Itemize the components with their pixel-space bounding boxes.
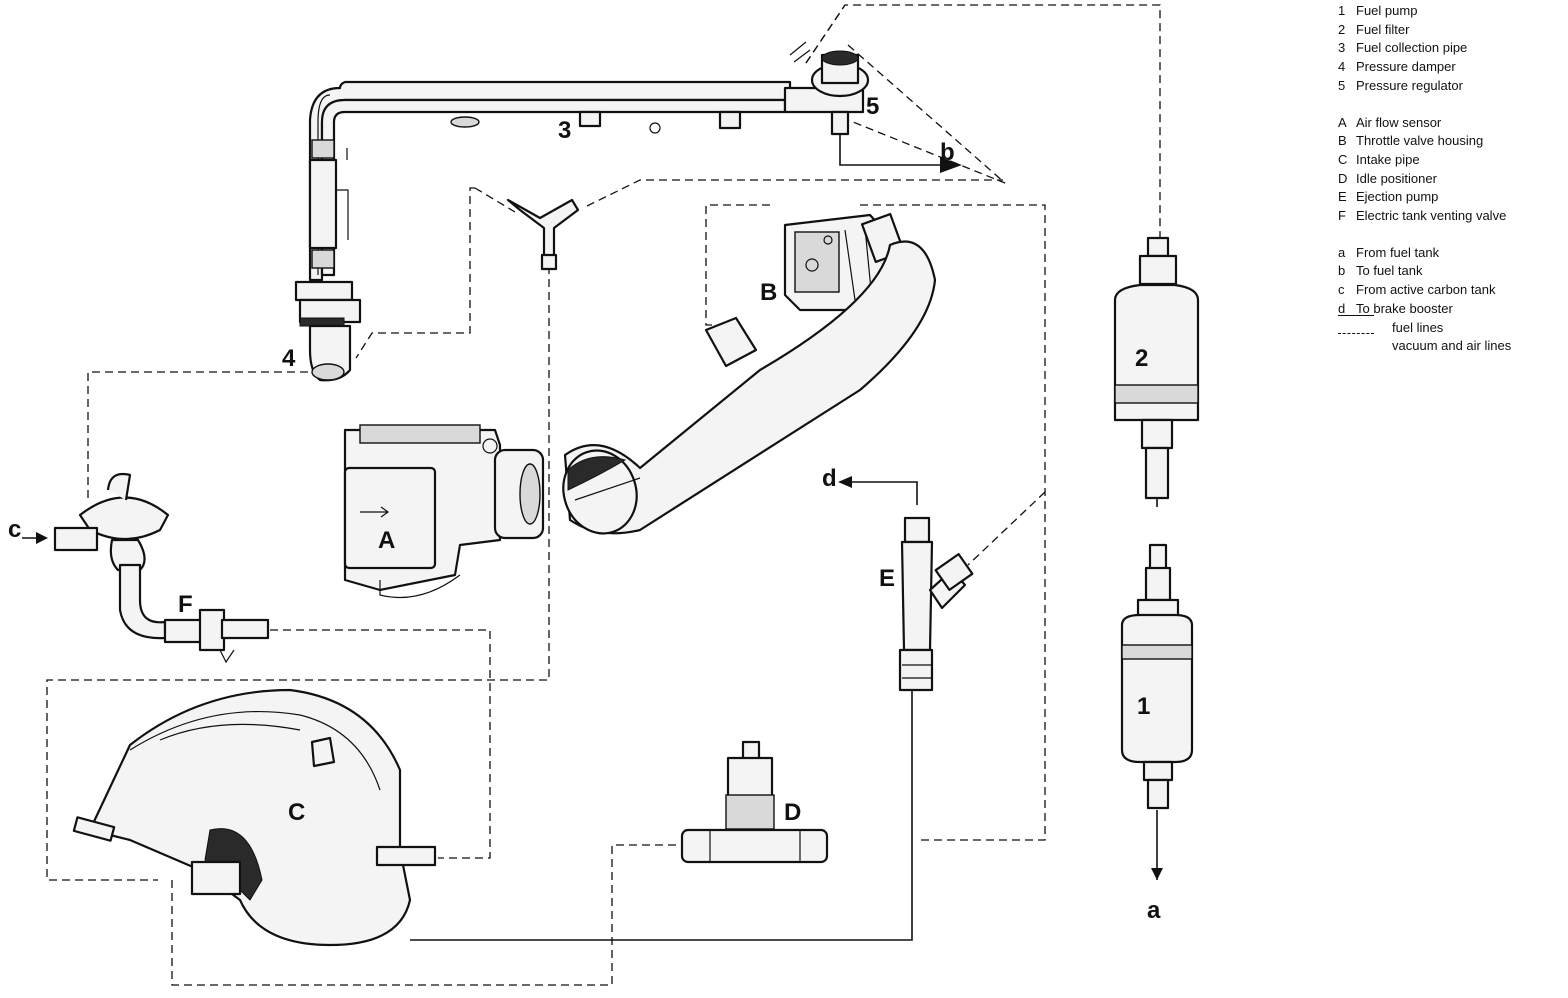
legend-item: C Intake pipe bbox=[1338, 151, 1563, 170]
legend-key: 1 bbox=[1338, 3, 1346, 18]
legend-text: Throttle valve housing bbox=[1356, 133, 1484, 149]
arrow-d-icon bbox=[838, 476, 852, 488]
legend-key: B bbox=[1338, 133, 1347, 149]
legend-key: F bbox=[1338, 208, 1346, 224]
label-4: 4 bbox=[282, 345, 296, 372]
legend-item: c From active carbon tank bbox=[1338, 281, 1563, 300]
legend-text: fuel lines bbox=[1392, 319, 1444, 335]
pressure-damper bbox=[294, 280, 362, 382]
legend-text: Air flow sensor bbox=[1356, 114, 1442, 130]
legend-text: Ejection pump bbox=[1356, 189, 1439, 205]
carbon-tank-valve bbox=[53, 472, 170, 640]
legend-text: Intake pipe bbox=[1356, 151, 1420, 167]
idle-positioner bbox=[680, 740, 829, 864]
legend-text: Fuel collection pipe bbox=[1356, 40, 1468, 56]
label-b: b bbox=[940, 139, 955, 166]
legend-text: From fuel tank bbox=[1356, 244, 1440, 260]
dashed-line-swatch-icon bbox=[1338, 333, 1374, 352]
legend-line-types: fuel lines vacuum and air lines bbox=[1338, 314, 1563, 356]
air-flow-sensor bbox=[343, 424, 545, 599]
label-A: A bbox=[378, 527, 395, 554]
legend-key: A bbox=[1338, 114, 1347, 130]
flow-arrows bbox=[22, 157, 1163, 880]
legend-key: a bbox=[1338, 244, 1346, 260]
legend-item: vacuum and air lines bbox=[1338, 333, 1563, 356]
legend-key: 4 bbox=[1338, 59, 1346, 75]
legend-item: B Throttle valve housing bbox=[1338, 132, 1563, 151]
label-3: 3 bbox=[558, 117, 571, 144]
intake-duct bbox=[562, 240, 937, 535]
legend: 1 Fuel pump 2 Fuel filter 3 Fuel collection… bbox=[1338, 2, 1563, 356]
pressure-regulator bbox=[783, 41, 870, 136]
legend-item: a From fuel tank bbox=[1338, 244, 1563, 263]
label-E: E bbox=[879, 565, 895, 592]
legend-text: Pressure regulator bbox=[1356, 77, 1463, 93]
legend-item: 5 Pressure regulator bbox=[1338, 77, 1563, 96]
legend-parts: 1 Fuel pump 2 Fuel filter 3 Fuel collection… bbox=[1338, 2, 1563, 96]
legend-item: F Electric tank venting valve bbox=[1338, 207, 1563, 226]
legend-item: b To fuel tank bbox=[1338, 262, 1563, 281]
legend-item: D Idle positioner bbox=[1338, 170, 1563, 189]
legend-item: fuel lines bbox=[1338, 314, 1563, 338]
legend-key: b bbox=[1338, 263, 1346, 279]
fuel-collection-pipe bbox=[308, 80, 792, 282]
label-D: D bbox=[784, 799, 801, 826]
ejection-pump bbox=[898, 516, 974, 692]
fuel-lines bbox=[410, 135, 1158, 941]
label-C: C bbox=[288, 799, 305, 826]
legend-item: 3 Fuel collection pipe bbox=[1338, 39, 1563, 58]
vacuum-air-lines bbox=[46, 4, 1161, 986]
legend-text: Fuel pump bbox=[1356, 3, 1418, 18]
legend-item: A Air flow sensor bbox=[1338, 114, 1563, 133]
legend-key: C bbox=[1338, 151, 1348, 167]
legend-item: 2 Fuel filter bbox=[1338, 21, 1563, 40]
fuel-pump bbox=[1120, 543, 1194, 810]
legend-item: d To brake booster bbox=[1338, 300, 1563, 319]
label-5: 5 bbox=[866, 93, 879, 120]
legend-key: 2 bbox=[1338, 21, 1346, 37]
legend-components: A Air flow sensor B Throttle valve housing… bbox=[1338, 114, 1563, 226]
legend-text: Pressure damper bbox=[1356, 59, 1456, 75]
fuel-filter bbox=[1113, 236, 1200, 500]
legend-spacer bbox=[1338, 226, 1563, 244]
legend-connections: a From fuel tank b To fuel tank c From acti… bbox=[1338, 244, 1563, 319]
intake-pipe bbox=[72, 688, 437, 947]
solid-line-swatch-icon bbox=[1338, 314, 1374, 334]
label-d: d bbox=[822, 465, 837, 492]
label-F: F bbox=[178, 591, 193, 618]
legend-key: E bbox=[1338, 189, 1347, 205]
legend-item: 1 Fuel pump bbox=[1338, 2, 1563, 21]
arrow-b-icon bbox=[940, 157, 962, 173]
label-2: 2 bbox=[1135, 345, 1148, 372]
label-B: B bbox=[760, 279, 777, 306]
legend-text: To fuel tank bbox=[1356, 263, 1423, 279]
legend-text: Electric tank venting valve bbox=[1356, 208, 1507, 224]
legend-text: vacuum and air lines bbox=[1392, 338, 1512, 354]
y-connector bbox=[506, 198, 580, 271]
legend-text: Idle positioner bbox=[1356, 170, 1437, 186]
legend-key: 5 bbox=[1338, 77, 1346, 93]
legend-text: To brake booster bbox=[1356, 300, 1453, 316]
legend-key: 3 bbox=[1338, 40, 1346, 56]
part-labels: 1 2 3 4 5 A B C D E F a b c d bbox=[8, 93, 1161, 924]
arrow-a-icon bbox=[1151, 868, 1163, 880]
label-c: c bbox=[8, 516, 21, 543]
label-1: 1 bbox=[1137, 693, 1150, 720]
legend-spacer bbox=[1338, 96, 1563, 114]
legend-item: 4 Pressure damper bbox=[1338, 58, 1563, 77]
legend-item: E Ejection pump bbox=[1338, 188, 1563, 207]
legend-key: D bbox=[1338, 170, 1348, 186]
label-a: a bbox=[1147, 897, 1161, 924]
tank-venting-valve bbox=[163, 608, 270, 664]
legend-text: Fuel filter bbox=[1356, 21, 1410, 37]
legend-key: c bbox=[1338, 282, 1345, 298]
legend-key: d bbox=[1338, 300, 1346, 316]
legend-text: From active carbon tank bbox=[1356, 282, 1496, 298]
